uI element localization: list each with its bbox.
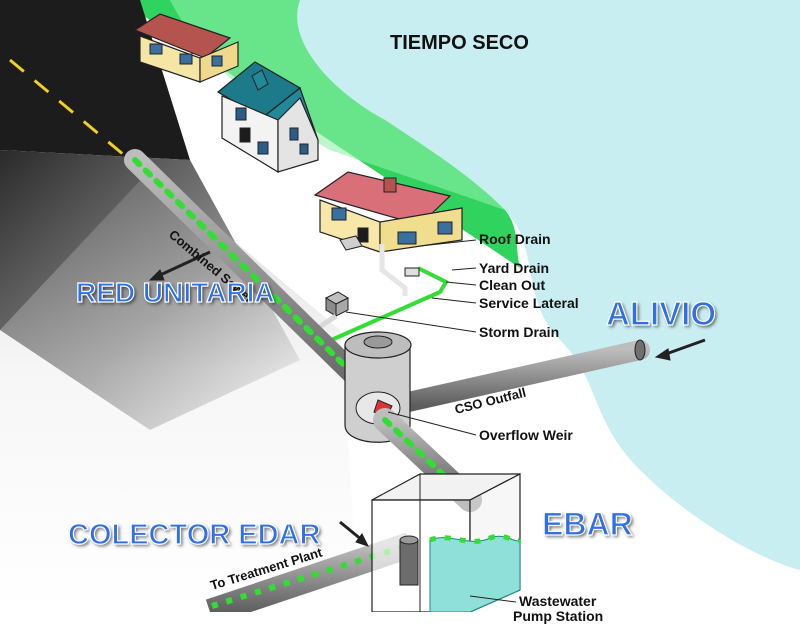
house-3 (313, 171, 463, 253)
leader-lines (345, 239, 517, 603)
house-1 (133, 13, 239, 83)
alivio-callout: ALIVIO (605, 294, 717, 332)
wastewater-label: Wastewater (519, 593, 597, 609)
pump-station-label: Pump Station (513, 608, 604, 624)
service-lateral-line (319, 266, 449, 347)
roof-drain-label: Roof Drain (479, 231, 551, 247)
pump-station (371, 473, 522, 613)
storm-drain-label: Storm Drain (479, 324, 560, 340)
colector-edar-callout: COLECTOR EDAR (67, 518, 321, 551)
callout-arrows (148, 250, 706, 547)
service-lateral-label: Service Lateral (479, 295, 579, 311)
storm-drain-inlet (324, 291, 350, 317)
roof-drain-line (379, 244, 408, 296)
interceptor-flow (211, 542, 411, 609)
ebar-callout: EBAR (541, 505, 633, 542)
yard-drain-label: Yard Drain (479, 260, 550, 276)
red-unitaria-callout: RED UNITARIA (75, 276, 275, 308)
house-2 (216, 61, 319, 174)
road-lane-marking (9, 58, 131, 162)
overflow-weir-label: Overflow Weir (479, 427, 573, 443)
page-title: TIEMPO SECO (390, 32, 529, 54)
cso-outfall-pipe (385, 340, 650, 415)
clean-out-box (404, 267, 420, 277)
cso-outfall-mouth (634, 339, 646, 361)
clean-out-label: Clean Out (479, 277, 546, 293)
lawn-edge (170, 0, 505, 210)
